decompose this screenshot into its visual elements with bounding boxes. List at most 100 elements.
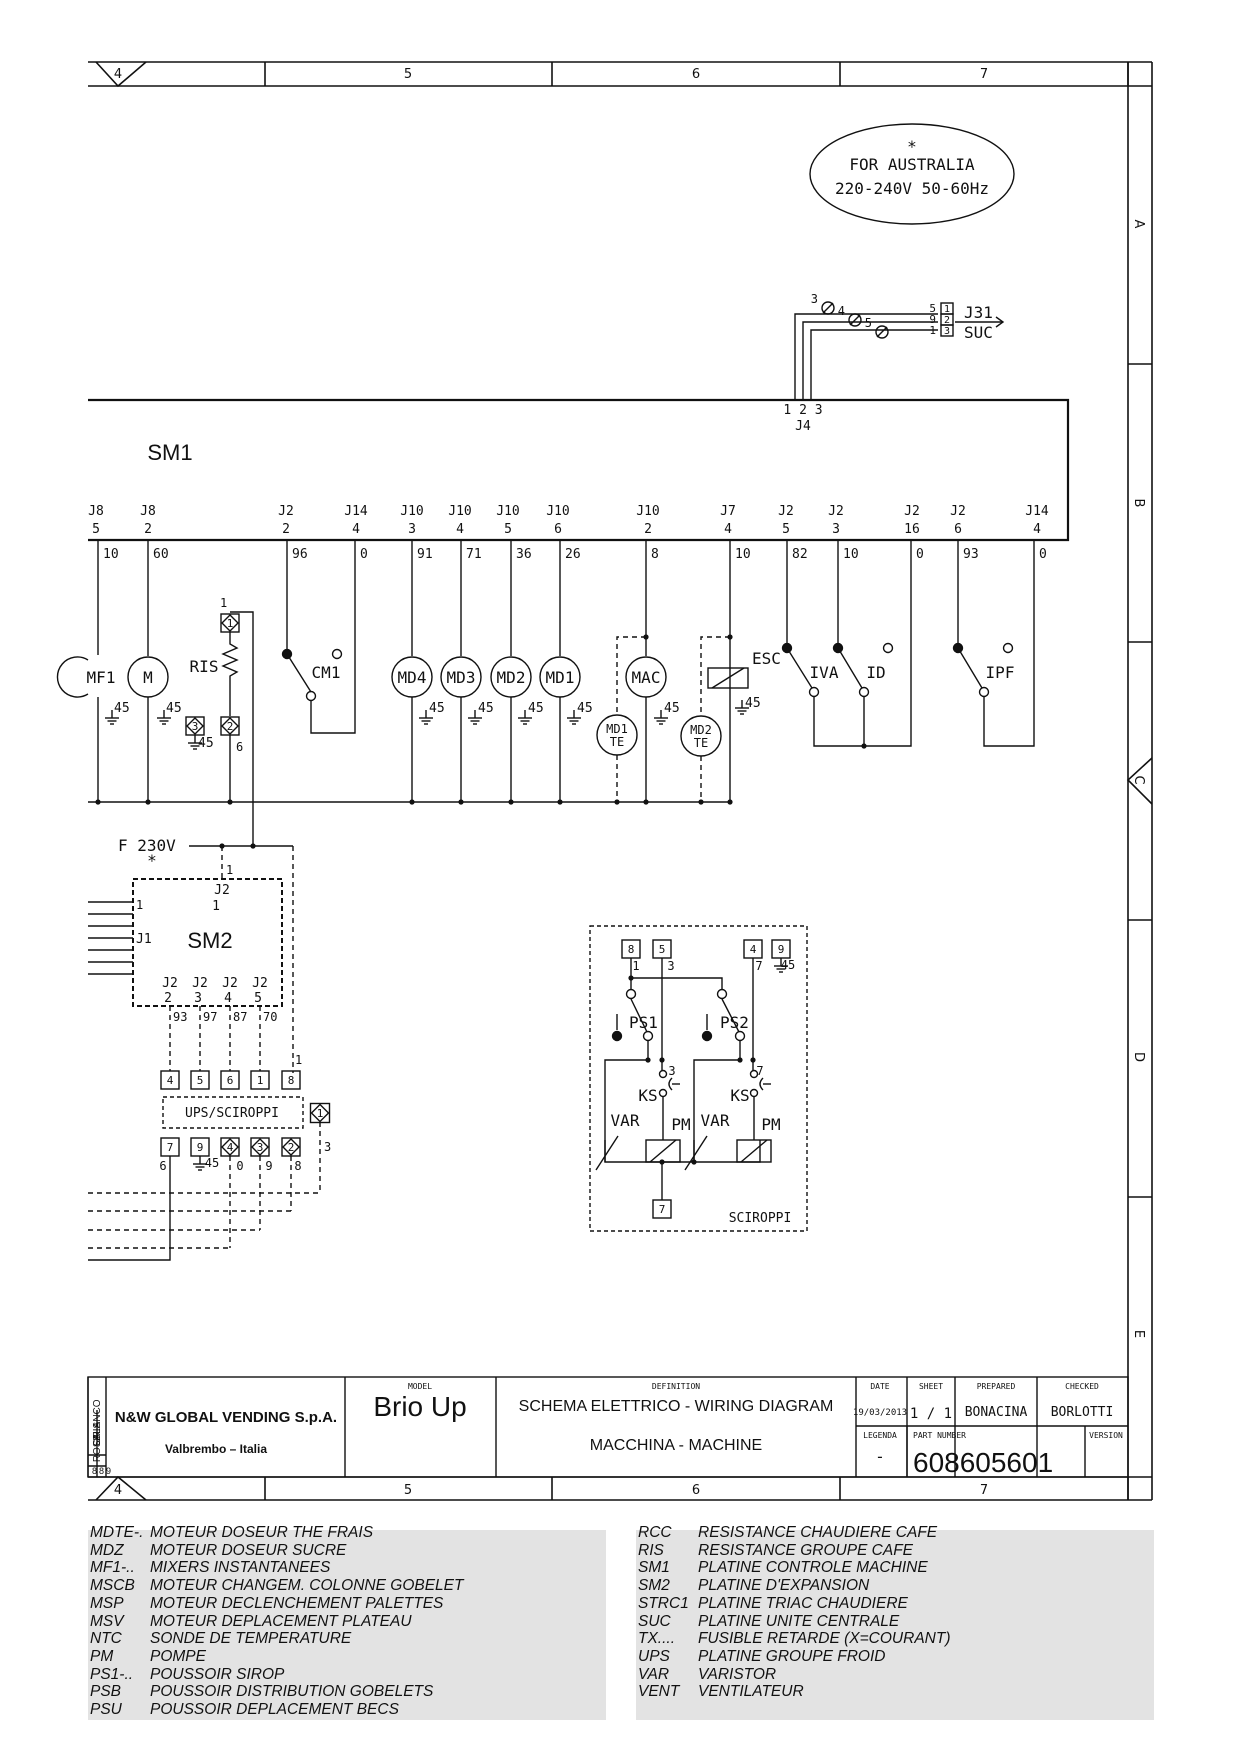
note-star: * bbox=[907, 137, 917, 156]
color-num: 8 bbox=[92, 1466, 97, 1476]
sciroppi-pin-7-label: 7 bbox=[659, 1203, 666, 1216]
iva-label: IVA bbox=[810, 663, 839, 682]
zone-label-bottom: 7 bbox=[980, 1483, 988, 1498]
side-marker bbox=[1126, 757, 1153, 805]
sm2-j2-bottom-pin: 5 bbox=[254, 991, 262, 1006]
sciroppi-wire: 3 bbox=[668, 1064, 675, 1078]
legend-description: PLATINE D'EXPANSION bbox=[698, 1577, 870, 1595]
drawing-frame bbox=[88, 61, 1153, 1501]
ground-symbol bbox=[157, 710, 171, 725]
legend-description: MOTEUR CHANGEM. COLONNE GOBELET bbox=[150, 1577, 464, 1595]
wire-number: 91 bbox=[417, 547, 433, 562]
zone-label-side: C bbox=[1131, 775, 1146, 784]
legend-right-panel bbox=[636, 1530, 1154, 1720]
sm2-top-wire: 1 bbox=[226, 863, 233, 877]
md4-motor-label: MD4 bbox=[398, 668, 427, 687]
var1-label: VAR bbox=[611, 1111, 640, 1130]
ps1-branch bbox=[604, 1041, 694, 1163]
wire-number: 36 bbox=[516, 547, 532, 562]
junction-dot bbox=[750, 1057, 756, 1063]
md1te-sensor bbox=[596, 714, 638, 756]
sheet-value: 1 / 1 bbox=[910, 1406, 952, 1422]
legend-code: VENT bbox=[638, 1683, 680, 1701]
ris-resistor bbox=[221, 632, 239, 716]
fuse-slash bbox=[849, 314, 861, 326]
sciroppi-pin-5 bbox=[652, 939, 672, 959]
ks1-arc bbox=[668, 1077, 673, 1091]
legend-description: VENTILATEUR bbox=[698, 1683, 804, 1701]
date-caption: DATE bbox=[870, 1382, 889, 1391]
legend-code: MSV bbox=[90, 1612, 124, 1630]
legenda-caption: LEGENDA bbox=[863, 1431, 897, 1440]
model-caption: MODEL bbox=[408, 1382, 432, 1391]
definition-caption: DEFINITION bbox=[652, 1382, 700, 1391]
ups-bottom-pin-diamond bbox=[221, 1138, 239, 1156]
legend-code: TX.... bbox=[638, 1630, 676, 1648]
note-line2: 220-240V 50-60Hz bbox=[835, 179, 989, 198]
legend-code: MF1-.. bbox=[90, 1559, 135, 1577]
ks2-contact bbox=[749, 1069, 759, 1079]
sm1-label: SM1 bbox=[147, 440, 192, 465]
j4-wire-3 bbox=[810, 329, 938, 400]
ground-symbol bbox=[518, 710, 532, 725]
legend-description: POMPE bbox=[150, 1647, 206, 1665]
color-num: 9 bbox=[106, 1466, 111, 1476]
legend-description: POUSSOIR DEPLACEMENT BECS bbox=[150, 1701, 399, 1718]
suc-label: SUC bbox=[964, 323, 993, 342]
esc-coil-slash bbox=[711, 667, 745, 689]
md1-motor-label: MD1 bbox=[546, 668, 575, 687]
legend-description: MOTEUR DOSEUR SUCRE bbox=[150, 1541, 347, 1559]
wire-number: 8 bbox=[651, 547, 659, 562]
cm1-contact-no bbox=[331, 648, 343, 660]
ground-label: 45 bbox=[166, 701, 182, 716]
sm2-j2-bottom-pin: 2 bbox=[164, 991, 172, 1006]
checked-caption: CHECKED bbox=[1065, 1382, 1099, 1391]
junction-dot bbox=[645, 1057, 651, 1063]
wire-number: 0 bbox=[916, 547, 924, 562]
ups-top-pin-label: 1 bbox=[257, 1074, 264, 1087]
j4-label: J4 bbox=[795, 419, 811, 434]
md2-motor bbox=[490, 656, 532, 698]
ground-symbol bbox=[567, 710, 581, 725]
ipf-return bbox=[983, 540, 1035, 747]
id-contact-no bbox=[882, 642, 894, 654]
ps2-arm bbox=[721, 998, 740, 1033]
cm1-switch-arm bbox=[286, 653, 312, 693]
ground-symbol bbox=[193, 1156, 207, 1171]
ris-terminal-bottom-label: 2 bbox=[227, 720, 234, 733]
ks2-label: KS bbox=[730, 1086, 749, 1105]
legend-description: FUSIBLE RETARDE (X=COURANT) bbox=[698, 1630, 951, 1648]
junction-dot bbox=[508, 799, 514, 805]
ups-bottom-wire: 8 bbox=[294, 1159, 301, 1173]
ps2-branch bbox=[693, 1041, 761, 1163]
j31-wire-label: 5 bbox=[929, 302, 936, 315]
ps2-contact bbox=[716, 988, 728, 1000]
sm2-j1-pin: 1 bbox=[136, 898, 143, 912]
legend-description: MOTEUR DOSEUR THE FRAIS bbox=[150, 1524, 374, 1541]
ups-top-pin bbox=[220, 1070, 240, 1090]
mac-motor bbox=[625, 656, 667, 698]
zone-label-side: E bbox=[1131, 1330, 1146, 1338]
ups-bottom-pin-box bbox=[250, 1137, 270, 1157]
legend-code: SUC bbox=[638, 1612, 671, 1630]
legend-code: STRC1 bbox=[638, 1594, 689, 1612]
sm1-connector-name: J2 bbox=[778, 504, 794, 519]
ground-label: 45 bbox=[745, 696, 761, 711]
sm1-connector-name: J10 bbox=[636, 504, 659, 519]
wire-number: 10 bbox=[735, 547, 751, 562]
supply-star: * bbox=[147, 851, 157, 870]
legend-code: MSCB bbox=[90, 1577, 135, 1595]
wire-number: 10 bbox=[843, 547, 859, 562]
ups-side-wire: 3 bbox=[324, 1140, 331, 1154]
j31-label: J31 bbox=[964, 303, 993, 322]
ups-bottom-pin-box bbox=[281, 1137, 301, 1157]
sm1-connector-name: J8 bbox=[88, 504, 104, 519]
iva-arm bbox=[786, 647, 813, 689]
ground-symbol bbox=[188, 735, 202, 750]
md2te-label: MD2 bbox=[690, 723, 712, 737]
sm2-j2-bottom: J2 bbox=[162, 976, 178, 991]
sm2-bottom-wire: 70 bbox=[263, 1010, 277, 1024]
md3-motor-label: MD3 bbox=[447, 668, 476, 687]
j31-pin-box bbox=[940, 324, 954, 337]
